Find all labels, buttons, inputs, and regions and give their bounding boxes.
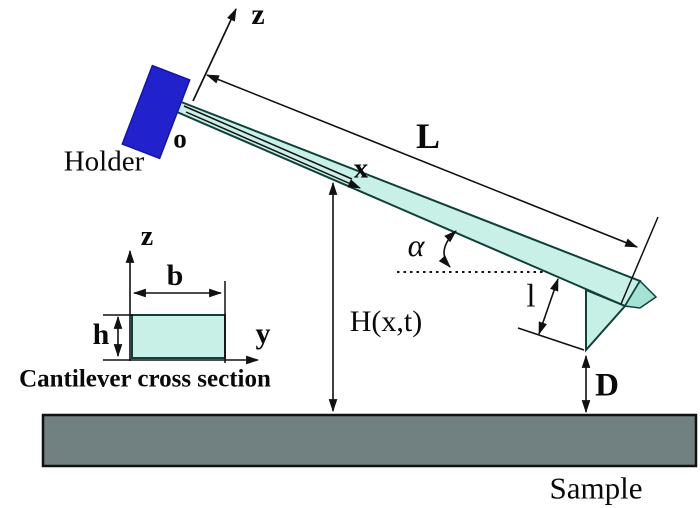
z-axis-label: z [251,0,265,31]
beam-length-label: L [415,116,441,156]
tip-length-extension-line [517,327,585,351]
sample-surface [41,413,698,468]
thickness-label: h [92,318,110,351]
z-axis-arrow [192,8,237,102]
inset-y-axis-label: y [255,317,271,350]
origin-label: o [173,123,187,154]
width-label: b [166,259,184,292]
inset-z-axis-label: z [140,221,154,252]
tip-sample-distance-label: D [595,367,619,404]
sample-label: Sample [549,470,643,506]
cross-section-rect [131,314,226,359]
holder-label: Holder [63,145,145,178]
angle-arc-arrow [438,230,457,268]
cantilever-beam [169,96,642,308]
tip-length-dimension-arrow [538,277,559,336]
length-dimension-arrow [205,74,639,248]
x-axis-arrow [185,111,361,189]
x-axis-line-upper [183,105,353,180]
probe-tip [585,288,627,353]
cross-section-caption: Cantilever cross section [19,365,271,393]
holder-block [121,64,191,160]
tip-length-label: l [526,278,536,315]
length-extension-line [620,216,659,305]
x-axis-label: x [353,152,369,185]
beam-end-facet [623,279,658,309]
tilt-angle-label: α [407,227,425,263]
height-function-label: H(x,t) [349,305,423,338]
